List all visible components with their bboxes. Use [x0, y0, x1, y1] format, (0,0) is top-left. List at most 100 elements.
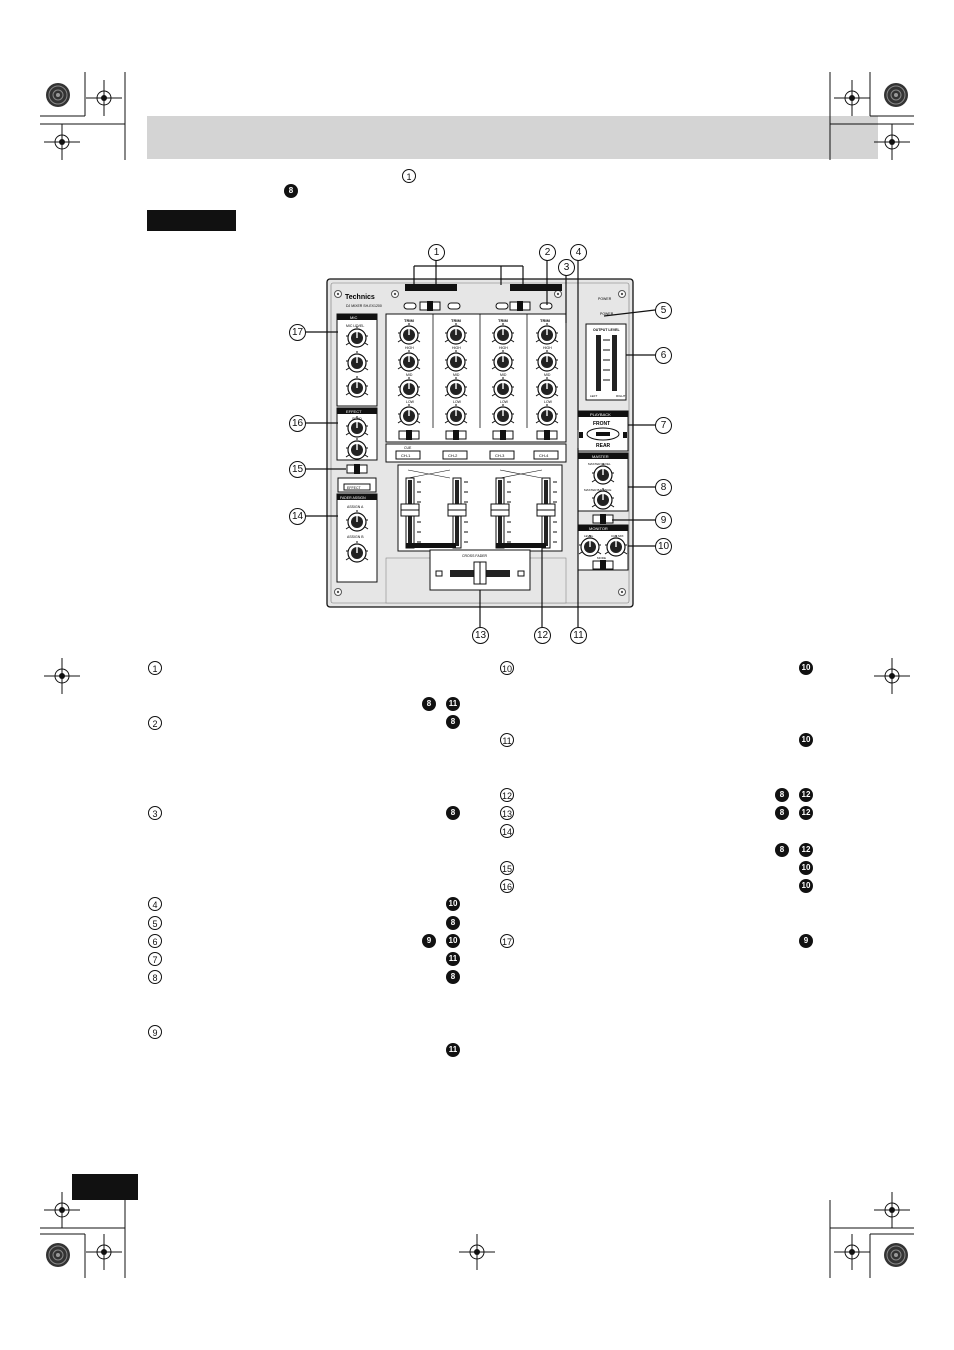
playback-label: PLAYBACK [590, 412, 611, 417]
meter-right-label: RIGHT [616, 394, 626, 398]
list-item-ref: 11 [446, 1043, 460, 1057]
list-item-num: 9 [148, 1025, 162, 1039]
high-label-ch1: HIGH [405, 346, 414, 350]
list-item-num: 15 [500, 861, 514, 875]
ch2-label: CH-2 [448, 453, 458, 458]
mid-label-ch3: MID [500, 373, 507, 377]
low-label-ch2: LOW [453, 400, 462, 404]
list-item-num: 1 [148, 661, 162, 675]
list-item-num: 5 [148, 916, 162, 930]
master-level-label: MASTER LEVEL [588, 462, 611, 466]
list-item-num: 2 [148, 716, 162, 730]
callout-3: 3 [558, 259, 575, 276]
list-item-num: 10 [500, 661, 514, 675]
callout-1: 1 [428, 244, 445, 261]
callout-11: 11 [570, 627, 587, 644]
high-label-ch2: HIGH [452, 346, 461, 350]
mid-label-ch2: MID [453, 373, 460, 377]
list-item-ref: 10 [446, 934, 460, 948]
list-item-num: 13 [500, 806, 514, 820]
effect-cue-label: EFFECT [347, 486, 361, 490]
list-item-ref: 10 [799, 879, 813, 893]
callout-8: 8 [655, 479, 672, 496]
list-item-ref: 8 [422, 697, 436, 711]
callout-7: 7 [655, 417, 672, 434]
list-item-num: 6 [148, 934, 162, 948]
cue-mix-label: CUE MIX [611, 534, 624, 538]
mode-label: MODE [597, 556, 606, 560]
mixer-illustration: Technics DJ MIXER SH-EX1200 POWER TRIM T… [326, 278, 634, 608]
list-item-ref: 10 [799, 661, 813, 675]
list-item-ref: 9 [422, 934, 436, 948]
power-led-label: POWER [600, 312, 614, 316]
list-item-ref: 8 [446, 715, 460, 729]
list-item-num: 11 [500, 733, 514, 747]
front-label: FRONT [593, 421, 610, 427]
list-item-ref: 8 [446, 916, 460, 930]
list-item-ref: 8 [446, 806, 460, 820]
list-item-num: 14 [500, 824, 514, 838]
ch4-label: CH-4 [539, 453, 549, 458]
list-item-ref: 12 [799, 788, 813, 802]
power-label: POWER [598, 297, 612, 301]
cue-label-ch1: CUE [404, 446, 412, 450]
trim-label-ch2: TRIM [451, 318, 461, 323]
section-tab [147, 210, 236, 231]
mid-label-ch1: MID [406, 373, 413, 377]
page-number-tab [72, 1174, 138, 1200]
callout-5: 5 [655, 302, 672, 319]
callout-13: 13 [472, 627, 489, 644]
list-item-num: 3 [148, 806, 162, 820]
list-item-num: 8 [148, 970, 162, 984]
callout-15: 15 [289, 461, 306, 478]
high-label-ch4: HIGH [543, 346, 552, 350]
crossfader-label: CROSS FADER [462, 554, 488, 558]
assign-b-label: ASSIGN B [347, 535, 364, 539]
model-label: DJ MIXER SH-EX1200 [346, 304, 382, 308]
rear-label: REAR [596, 443, 611, 449]
mic-level-label: MIC LEVEL [346, 324, 364, 328]
list-item-num: 12 [500, 788, 514, 802]
list-item-ref: 9 [799, 934, 813, 948]
intro-page-ref: 8 [284, 184, 298, 198]
header-band [147, 116, 878, 159]
master-balance-label: MASTER BALANCE [584, 488, 611, 492]
list-item-ref: 12 [799, 843, 813, 857]
monitor-label: MONITOR [589, 526, 608, 531]
list-item-ref: 10 [799, 861, 813, 875]
callout-4: 4 [570, 244, 587, 261]
high-label-ch3: HIGH [499, 346, 508, 350]
trim-label-ch3: TRIM [498, 318, 508, 323]
callout-12: 12 [534, 627, 551, 644]
list-item-ref: 8 [775, 788, 789, 802]
list-item-ref: 10 [799, 733, 813, 747]
meter-left-label: LEFT [590, 394, 598, 398]
callout-2: 2 [539, 244, 556, 261]
trim-label-ch4: TRIM [540, 318, 550, 323]
assign-a-label: ASSIGN A [347, 505, 364, 509]
list-item-num: 7 [148, 952, 162, 966]
fader-assign-label: FADER ASSIGN [340, 496, 366, 500]
callout-10: 10 [655, 538, 672, 555]
trim-label-ch1: TRIM [404, 318, 414, 323]
list-item-ref: 11 [446, 952, 460, 966]
ch1-label: CH-1 [401, 453, 411, 458]
low-label-ch4: LOW [544, 400, 553, 404]
effect-section-label: EFFECT [346, 409, 362, 414]
list-item-num: 17 [500, 934, 514, 948]
list-item-ref: 10 [446, 897, 460, 911]
ch3-label: CH-3 [495, 453, 505, 458]
low-label-ch3: LOW [500, 400, 509, 404]
list-item-ref: 11 [446, 697, 460, 711]
intro-circled-number: 1 [402, 169, 416, 183]
callout-17: 17 [289, 324, 306, 341]
output-level-label: OUTPUT LEVEL [593, 328, 621, 332]
brand-label: Technics [345, 294, 375, 301]
low-label-ch1: LOW [406, 400, 415, 404]
master-label: MASTER [592, 454, 609, 459]
list-item-ref: 8 [775, 806, 789, 820]
list-item-num: 16 [500, 879, 514, 893]
mid-label-ch4: MID [544, 373, 551, 377]
mic-section-label: MIC [350, 315, 357, 320]
